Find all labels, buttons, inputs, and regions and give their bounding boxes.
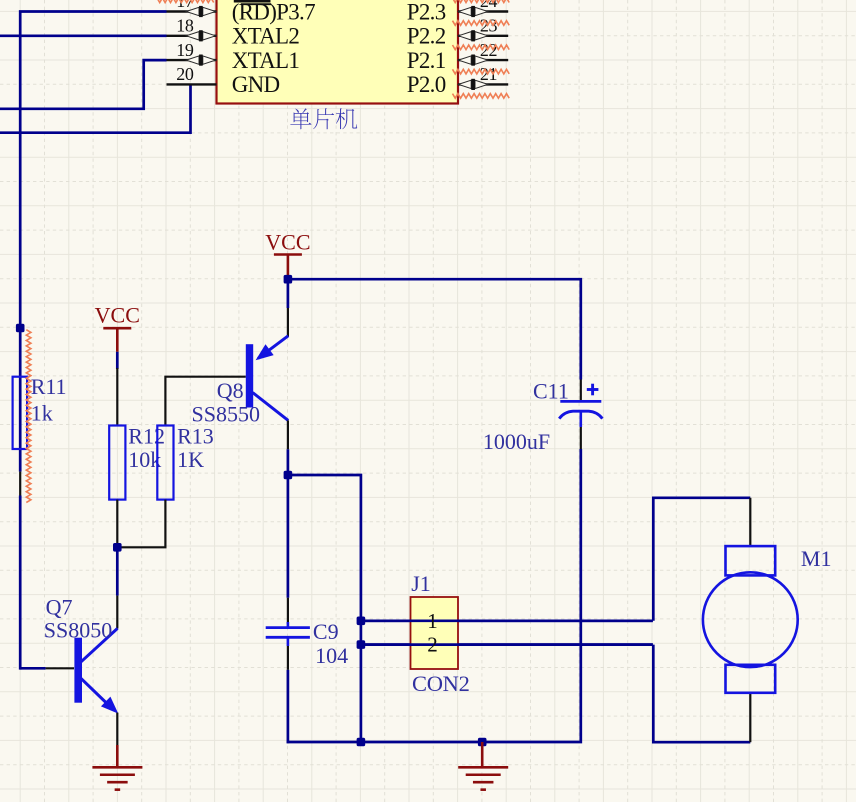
svg-text:XTAL2: XTAL2 [232,24,300,49]
svg-text:C9: C9 [313,619,339,644]
svg-text:P2.3: P2.3 [407,0,446,24]
svg-text:C11: C11 [533,379,569,404]
svg-text:24: 24 [480,0,498,11]
svg-text:M1: M1 [801,546,832,571]
svg-text:1000uF: 1000uF [483,429,550,454]
svg-text:19: 19 [176,40,194,60]
svg-text:18: 18 [176,16,194,36]
svg-text:P2.1: P2.1 [407,48,446,73]
svg-text:R13: R13 [177,423,214,448]
svg-text:R11: R11 [31,374,67,399]
svg-text:SS8550: SS8550 [192,402,260,427]
svg-text:20: 20 [176,64,194,84]
svg-text:17: 17 [176,0,194,11]
svg-text:J1: J1 [411,571,431,596]
svg-text:1K: 1K [177,447,204,472]
svg-text:1: 1 [427,609,438,633]
svg-text:VCC: VCC [95,303,140,328]
svg-text:GND: GND [232,72,280,97]
svg-text:SS8050: SS8050 [44,617,112,642]
svg-text:104: 104 [315,643,348,668]
svg-text:P2.0: P2.0 [407,72,446,97]
svg-text:P2.2: P2.2 [407,24,446,49]
svg-text:1k: 1k [31,401,53,426]
svg-text:CON2: CON2 [412,671,470,696]
svg-text:Q7: Q7 [46,595,73,620]
svg-text:R12: R12 [128,423,165,448]
svg-text:2: 2 [427,633,438,657]
svg-text:10k: 10k [128,447,161,472]
svg-text:VCC: VCC [265,230,310,255]
svg-text:XTAL1: XTAL1 [232,48,300,73]
svg-text:Q8: Q8 [217,378,244,403]
